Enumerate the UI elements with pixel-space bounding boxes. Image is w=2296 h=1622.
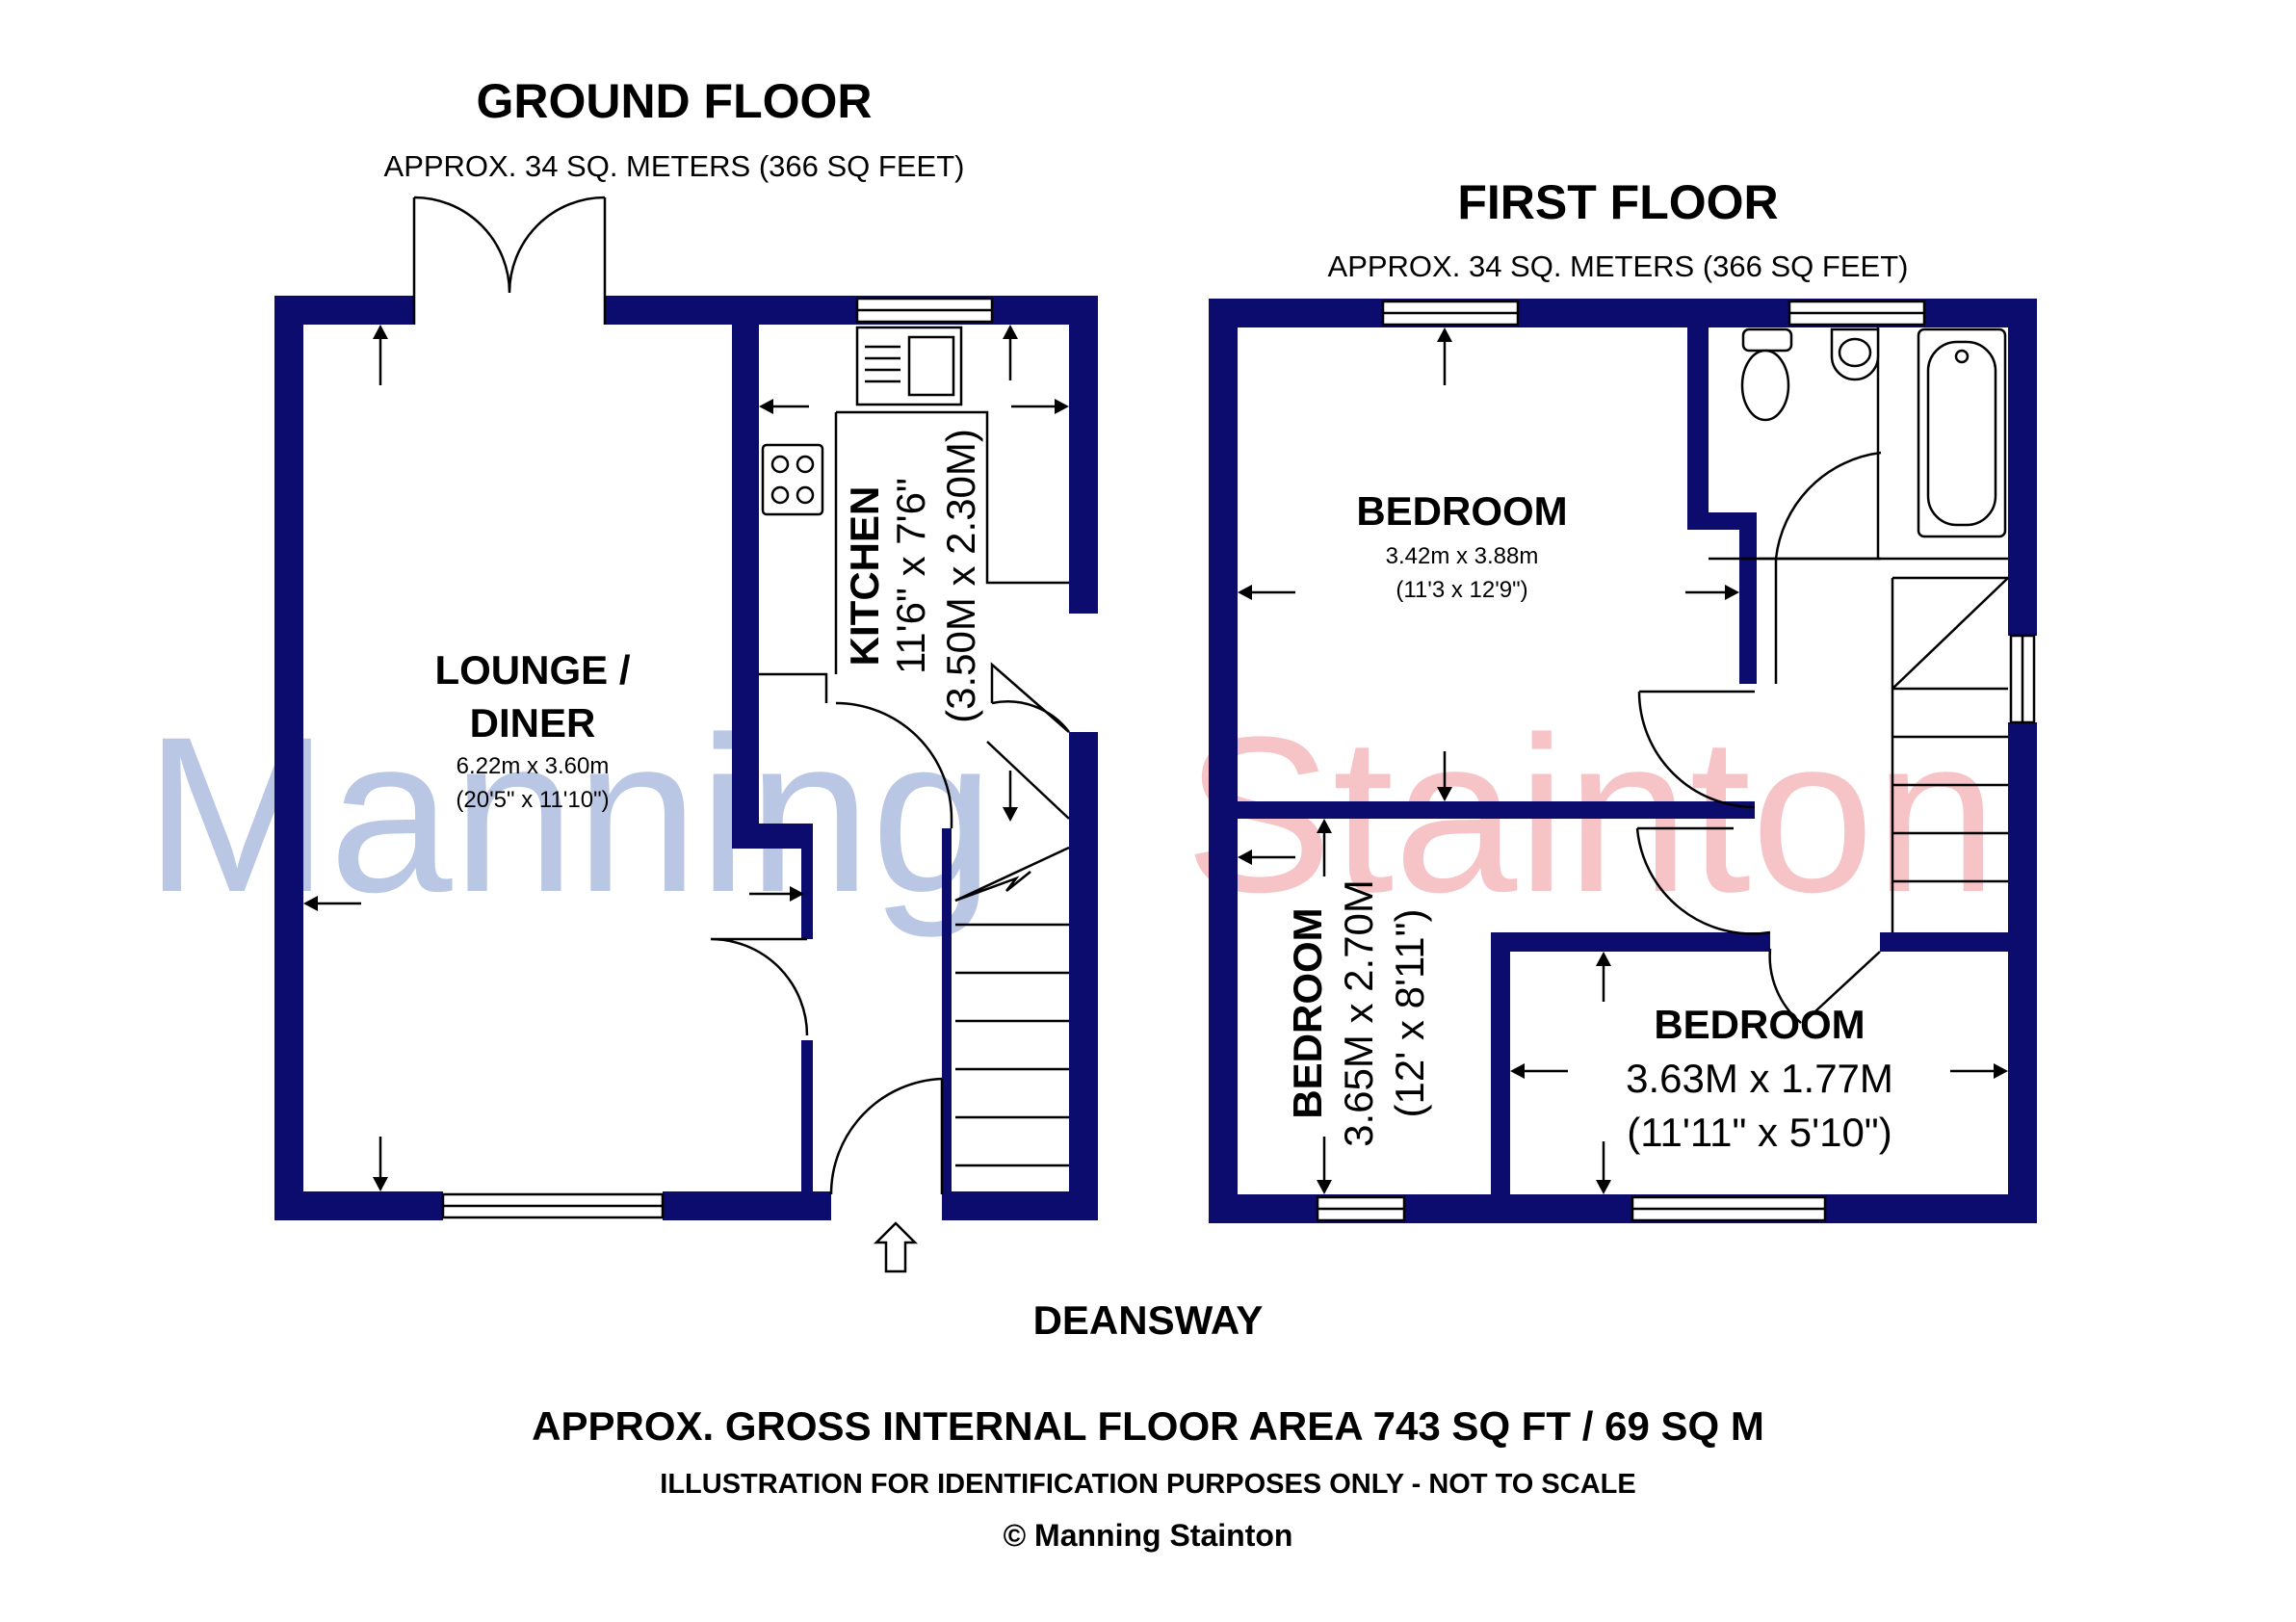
bedroom-door [1635, 826, 1771, 935]
bedroom2-label: BEDROOM [1285, 907, 1330, 1118]
bath-tub [1926, 340, 1997, 527]
wall [1069, 296, 1098, 614]
wall [801, 824, 813, 939]
wall [1491, 932, 1510, 1212]
hob [761, 443, 824, 516]
copyright: © Manning Stainton [1004, 1518, 1293, 1553]
bedroom-door [1637, 690, 1756, 809]
lounge-dimensions: 6.22m x 3.60m [457, 753, 610, 779]
first-floor-area: APPROX. 34 SQ. METERS (366 SQ FEET) [1328, 249, 1909, 283]
bathroom-door [1774, 451, 1882, 560]
kitchen-door [990, 662, 1070, 733]
lounge-door [710, 937, 809, 1036]
bedroom1-label: BEDROOM [1356, 488, 1567, 534]
lounge-label: LOUNGE / [434, 647, 630, 693]
sink-bowl [907, 335, 955, 397]
wall [2008, 722, 2037, 1223]
gross-area: APPROX. GROSS INTERNAL FLOOR AREA 743 SQ… [532, 1403, 1764, 1449]
bedroom2-dimensions: (12' x 8'11") [1387, 909, 1432, 1118]
wall [605, 296, 1098, 325]
wall [274, 1191, 443, 1220]
bedroom2-dimensions: 3.65M x 2.70M [1336, 879, 1381, 1147]
basin-icon [1830, 327, 1880, 381]
bedroom-door [1768, 948, 1802, 1024]
door [986, 741, 1070, 820]
wall [274, 296, 303, 1220]
first-floor-title: FIRST FLOOR [1457, 175, 1778, 229]
wall [1687, 318, 1709, 530]
bedroom3-dimensions: (11'11" x 5'10") [1627, 1110, 1892, 1155]
bedroom1-dimensions: (11'3 x 12'9") [1396, 577, 1527, 603]
wall [663, 1191, 831, 1220]
kitchen-dimensions: (3.50M x 2.30M) [938, 429, 983, 723]
bedroom1-dimensions: 3.42m x 3.88m [1386, 543, 1539, 569]
stairs [1802, 576, 2009, 1024]
front-door [829, 1077, 944, 1195]
wall [1880, 932, 2015, 952]
first-floor-plan: FIRST FLOOR APPROX. 34 SQ. METERS (366 S… [1209, 175, 2037, 1223]
wall [1739, 559, 1757, 684]
lounge-label: DINER [470, 700, 596, 746]
patio-doors [412, 196, 607, 325]
kitchen-door [835, 701, 953, 828]
wall [732, 824, 809, 849]
toilet-icon [1740, 349, 1790, 422]
lounge-dimensions: (20'5" x 11'10") [456, 787, 609, 813]
footer: DEANSWAY APPROX. GROSS INTERNAL FLOOR AR… [532, 1297, 1764, 1553]
entrance-arrow-icon [873, 1221, 919, 1273]
ground-floor-area: APPROX. 34 SQ. METERS (366 SQ FEET) [384, 149, 965, 183]
wall [942, 828, 952, 1194]
measurement-arrows [1238, 327, 2008, 1194]
ground-floor-title: GROUND FLOOR [476, 74, 872, 128]
stairs [954, 846, 1070, 1167]
bedroom3-dimensions: 3.63M x 1.77M [1626, 1056, 1893, 1101]
toilet-cistern [1741, 327, 1793, 353]
wall [1209, 299, 1238, 1223]
bedroom3-label: BEDROOM [1654, 1002, 1865, 1047]
wall [1069, 732, 1098, 1220]
wall [2008, 299, 2037, 636]
wall [801, 1040, 813, 1194]
measurement-arrows [303, 325, 1069, 1191]
ground-floor-plan: GROUND FLOOR APPROX. 34 SQ. METERS (366 … [274, 74, 1098, 1273]
disclaimer: ILLUSTRATION FOR IDENTIFICATION PURPOSES… [660, 1469, 1635, 1500]
kitchen-dimensions: 11'6" x 7'6" [888, 478, 933, 674]
wall [1491, 932, 1770, 952]
wall [732, 308, 759, 833]
street-name: DEANSWAY [1033, 1297, 1264, 1343]
worktop [759, 410, 1069, 703]
wall [1225, 801, 1755, 819]
kitchen-label: KITCHEN [842, 486, 887, 667]
